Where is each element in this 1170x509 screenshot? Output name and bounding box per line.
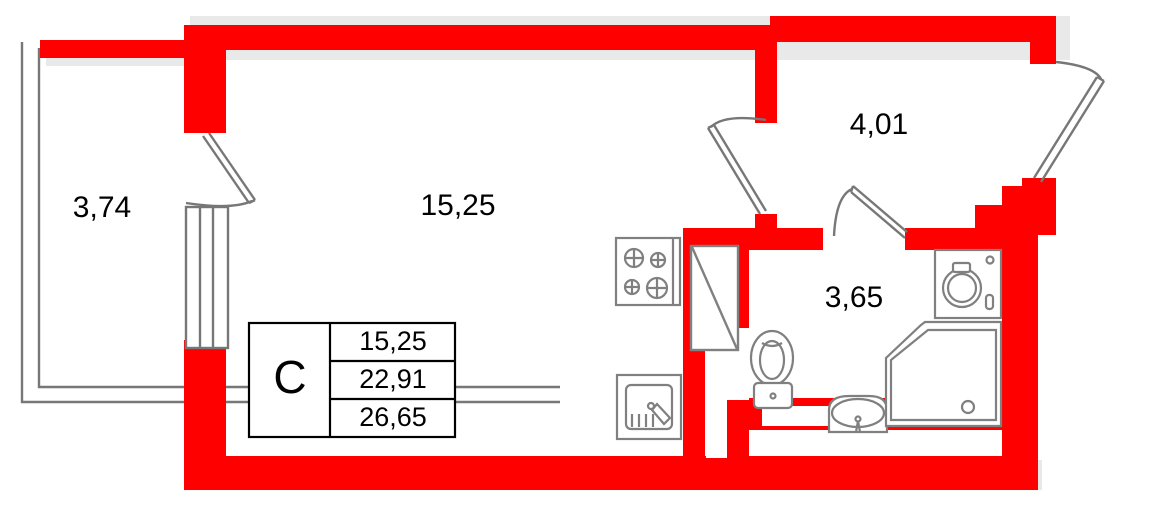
- walls: [40, 16, 1056, 490]
- bathroom-sink: [827, 394, 889, 434]
- wall-hall-divider-upper: [755, 25, 777, 123]
- wall-right-outer: [1002, 205, 1038, 490]
- wall-bath-top-left: [777, 228, 823, 250]
- area-table-border: [247, 321, 457, 439]
- shower-tray: [884, 320, 1003, 428]
- unit-type-letter: C: [273, 351, 306, 403]
- area-table: C 15,25 22,91 26,65: [247, 321, 457, 439]
- entrance-door: [1032, 60, 1106, 183]
- wall-balcony-top: [40, 40, 192, 58]
- balcony-door: [185, 132, 256, 208]
- niche-bathroom: [762, 406, 834, 426]
- bathroom-door: [832, 185, 908, 239]
- balcony-area-label: 3,74: [73, 191, 131, 224]
- living-room-door: [706, 116, 768, 215]
- kitchen-sink: [615, 373, 683, 441]
- opening-kitchen-passage: [706, 350, 727, 458]
- wall-entrance-pier-top: [1030, 16, 1056, 64]
- hallway-area-label: 4,01: [850, 108, 908, 141]
- bathroom-area-label: 3,65: [825, 281, 883, 314]
- closet: [689, 244, 740, 352]
- stove: [614, 236, 682, 307]
- washing-machine: [933, 248, 1003, 320]
- wall-kitchen-left-lower: [683, 348, 705, 490]
- area-table-value-total-with-balcony: 26,65: [359, 402, 427, 432]
- area-table-value-total: 22,91: [359, 364, 427, 394]
- wall-bath-top-right: [905, 228, 1005, 250]
- toilet: [749, 329, 795, 410]
- wall-top-hall: [770, 16, 1050, 42]
- wall-openings: [706, 350, 834, 458]
- wall-hall-divider-lower: [755, 214, 777, 250]
- living-room-area-label: 15,25: [420, 189, 495, 222]
- area-table-value-living: 15,25: [359, 326, 427, 356]
- wall-bottom-main: [184, 456, 1038, 490]
- wall-top-main: [184, 25, 770, 50]
- balcony-glazing: [184, 205, 230, 350]
